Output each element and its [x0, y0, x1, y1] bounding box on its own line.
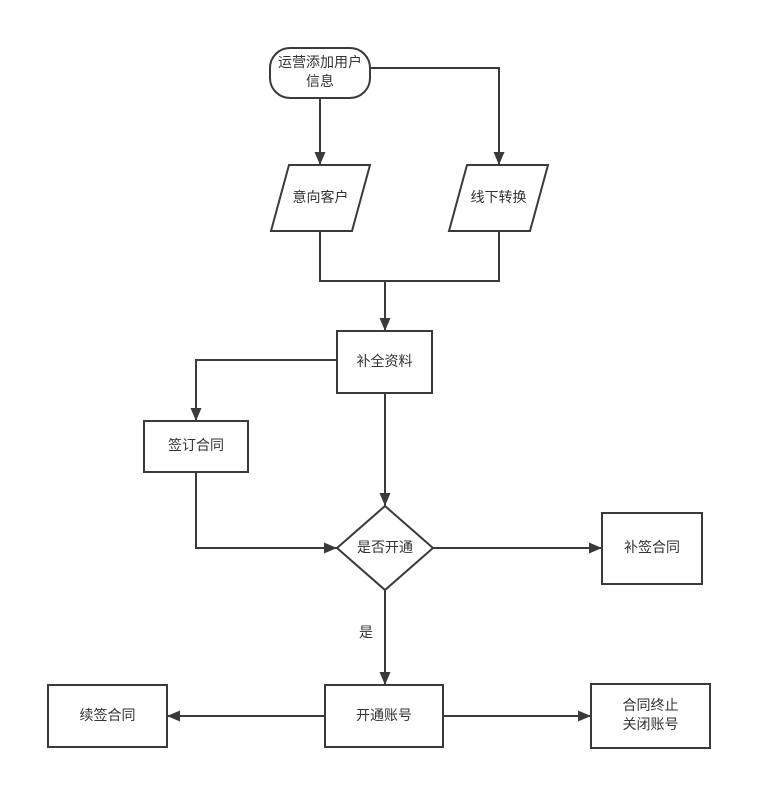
node-supplement-contract-shape: [601, 512, 703, 585]
node-complete-info-shape: [336, 330, 433, 394]
edge-complete-info-to-sign-contract: [190, 359, 337, 421]
edge-sign-contract-to-decision: [195, 472, 337, 554]
edge-intent-customer-to-junction: [319, 231, 385, 282]
node-offline-convert-shape: [447, 164, 550, 232]
node-decision-open-shape: [335, 504, 435, 592]
node-open-account-shape: [324, 684, 444, 748]
node-start-shape: [269, 47, 371, 99]
node-intent-customer-shape: [269, 164, 372, 232]
edge-offline-convert-to-junction: [385, 231, 500, 282]
node-renew-contract-shape: [47, 684, 168, 748]
node-terminate-close-shape: [590, 683, 711, 749]
edge-start-to-offline-convert: [370, 67, 505, 165]
node-sign-contract-shape: [143, 420, 249, 473]
